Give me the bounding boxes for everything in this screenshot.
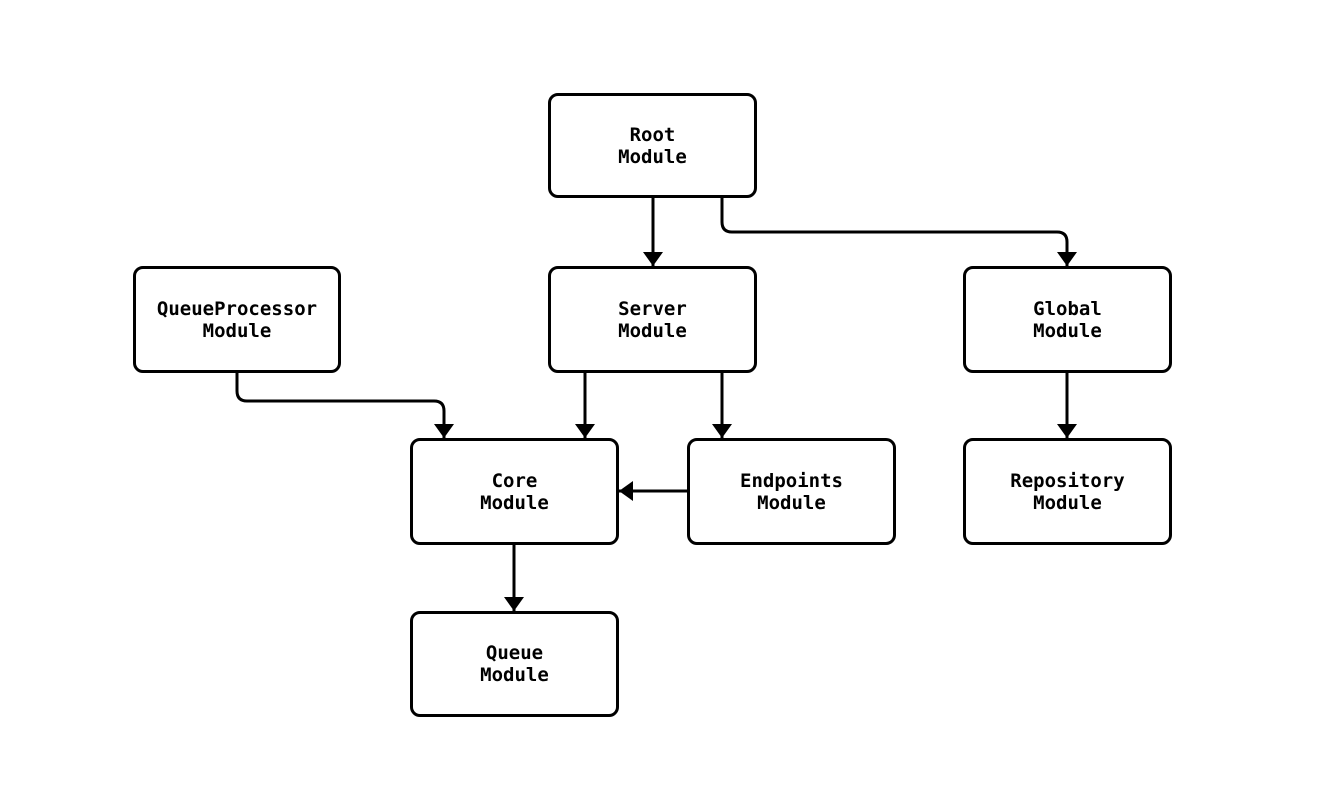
node-label-global-module: Global Module bbox=[1033, 297, 1102, 342]
node-endpoints-module: Endpoints Module bbox=[687, 438, 896, 545]
node-global-module: Global Module bbox=[963, 266, 1172, 373]
node-core-module: Core Module bbox=[410, 438, 619, 545]
node-queueprocessor-module: QueueProcessor Module bbox=[133, 266, 341, 373]
node-label-server-module: Server Module bbox=[618, 297, 687, 342]
node-root-module: Root Module bbox=[548, 93, 757, 198]
node-label-queueprocessor-module: QueueProcessor Module bbox=[156, 297, 318, 342]
node-label-queue-module: Queue Module bbox=[480, 642, 549, 686]
node-queue-module: Queue Module bbox=[410, 611, 619, 717]
edge-queueprocessor-module-to-core-module bbox=[235, 373, 454, 438]
node-label-root-module: Root Module bbox=[618, 123, 687, 168]
node-repository-module: Repository Module bbox=[963, 438, 1172, 545]
node-label-repository-module: Repository Module bbox=[1010, 469, 1125, 514]
edges-group bbox=[235, 198, 1077, 611]
node-server-module: Server Module bbox=[548, 266, 757, 373]
edge-root-module-to-global-module bbox=[720, 198, 1077, 266]
node-label-endpoints-module: Endpoints Module bbox=[740, 469, 843, 514]
node-label-core-module: Core Module bbox=[480, 469, 549, 514]
